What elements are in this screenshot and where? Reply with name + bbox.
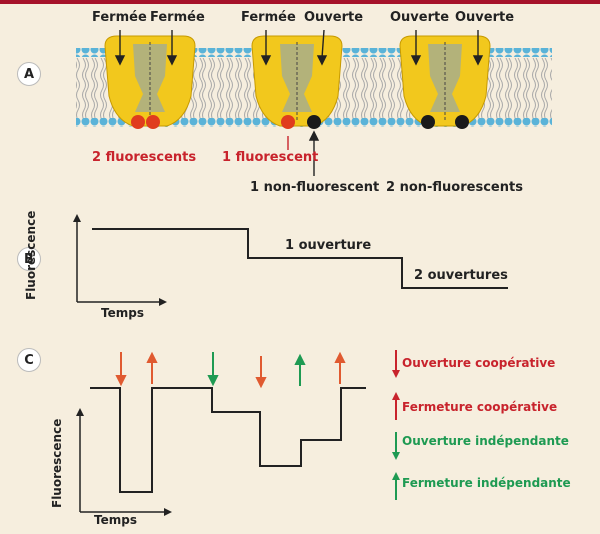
state-label-ch3-right: Ouverte (455, 10, 515, 25)
panel-b-xlabel: Temps (101, 306, 144, 320)
legend-label: Fermeture indépendante (402, 476, 571, 490)
label-two-fluorescent: 2 fluorescents (92, 150, 197, 165)
legend-cooperative-opening: Ouverture coopérative (392, 346, 592, 380)
state-label-ch2-right: Ouverte (304, 10, 364, 25)
state-label-ch1-right: Fermée (150, 10, 205, 25)
legend-independent-closing: Fermeture indépendante (392, 470, 592, 504)
legend-independent-opening: Ouverture indépendante (392, 428, 592, 462)
panel-label-b: B (17, 247, 41, 271)
state-label-ch2-left: Fermée (241, 10, 296, 25)
label-two-non-fluorescent: 2 non-fluorescents (386, 180, 523, 195)
channel-3 (399, 35, 491, 129)
label-one-fluorescent: 1 fluorescent (222, 150, 319, 165)
label-one-non-fluorescent: 1 non-fluorescent (250, 180, 380, 195)
state-pointer-arrows (114, 29, 484, 176)
top-accent-bar (0, 0, 600, 4)
panel-label-c: C (17, 348, 41, 372)
state-label-ch3-left: Ouverte (390, 10, 450, 25)
channel-1 (104, 35, 196, 129)
panel-c-event-arrows (115, 351, 346, 389)
panel-b-plot (73, 214, 508, 306)
legend-label: Ouverture coopérative (402, 356, 556, 370)
legend-label: Ouverture indépendante (402, 434, 569, 448)
panel-b-step1-label: 1 ouverture (285, 238, 372, 253)
panel-b-ylabel: Fluorescence (24, 210, 38, 300)
panel-b-step2-label: 2 ouvertures (414, 268, 508, 283)
state-label-ch1-left: Fermée (92, 10, 147, 25)
panel-c-xlabel: Temps (94, 513, 137, 527)
panel-label-a: A (17, 62, 41, 86)
legend-label: Fermeture coopérative (402, 400, 558, 414)
panel-c-ylabel: Fluorescence (50, 418, 64, 508)
legend-cooperative-closing: Fermeture coopérative (392, 390, 592, 424)
panel-c-plot (76, 387, 366, 516)
